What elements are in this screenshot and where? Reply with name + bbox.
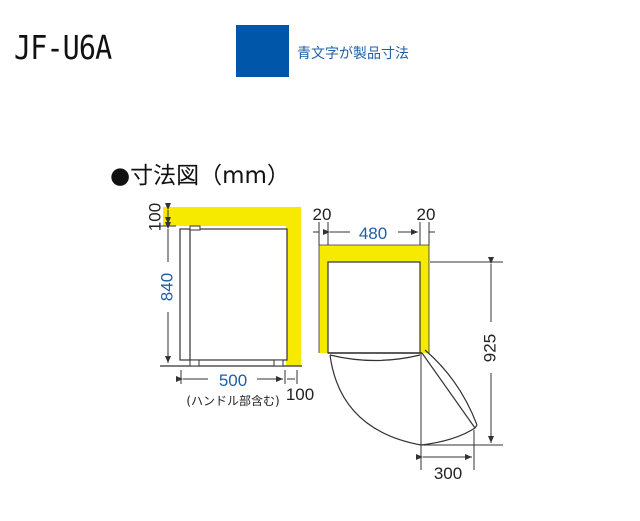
section-title: ●寸法図（mm） (110, 163, 290, 189)
legend-label: 青文字が製品寸法 (297, 46, 409, 62)
dim-height: 840 (157, 273, 176, 301)
dim-right-clearance: 20 (417, 205, 436, 224)
back-clearance-area (286, 207, 301, 366)
fridge-top-body (327, 261, 421, 354)
dim-left-clearance: 20 (313, 205, 332, 224)
top-view: 20 20 480 925 (313, 205, 503, 483)
depth-note: (ハンドル部含む) (186, 393, 279, 408)
dim-width: 480 (359, 224, 387, 243)
dim-top-clearance: 100 (145, 203, 164, 231)
dim-depth: 500 (219, 371, 247, 390)
top-clearance-area (163, 207, 301, 226)
dim-door-open-depth: 925 (480, 334, 499, 362)
dim-back-clearance: 100 (286, 385, 314, 404)
side-view: 100 840 500 (ハンドル部含む) 100 (145, 203, 314, 408)
side-clearance-area (319, 245, 429, 353)
fridge-side-body (179, 228, 288, 361)
model-number: JF-U6A (14, 28, 112, 67)
dim-door-swing: 300 (434, 464, 462, 483)
legend-color-swatch (236, 25, 289, 77)
